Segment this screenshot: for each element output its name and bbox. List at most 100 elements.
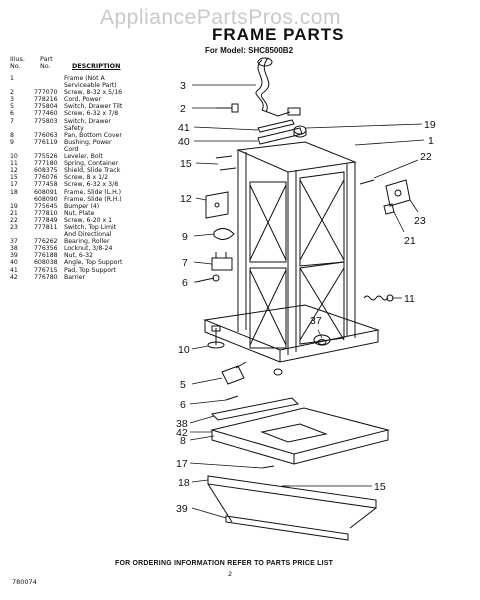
description-line: Serviceable Part) <box>64 82 117 90</box>
illus-number: 38 <box>10 245 18 253</box>
screw-part <box>261 465 290 487</box>
col-part-line2: No. <box>40 62 51 70</box>
part-description: Barrier <box>64 274 164 281</box>
callout-41: 41 <box>178 122 190 134</box>
part-number: 777810 <box>34 209 58 217</box>
callout-9: 9 <box>182 231 188 243</box>
col-description: DESCRIPTION <box>72 62 121 70</box>
part-description: Locknut, 3/8-24 <box>64 245 164 252</box>
roller-bearing-part <box>273 368 283 376</box>
part-number: 777849 <box>34 216 58 224</box>
callout-10: 10 <box>178 344 190 356</box>
base-plate <box>203 304 380 363</box>
description-line: Screw, 6-32 x 7/8 <box>64 110 119 118</box>
part-number: 608091 <box>34 188 58 196</box>
part-number: 777811 <box>34 223 58 231</box>
callout-6: 6 <box>180 399 186 411</box>
part-description: Screw, 6-32 x 3/8 <box>64 181 164 188</box>
part-description: Bearing, Roller <box>64 238 164 245</box>
description-line: Locknut, 3/8-24 <box>64 245 113 253</box>
callout-3: 3 <box>180 80 186 92</box>
part-description: Frame, Slide (R.H.) <box>64 196 164 203</box>
leveler-bolt-part <box>207 325 225 349</box>
part-description: Screw, 8-32 x 5/16 <box>64 89 164 96</box>
description-line: Bushing, Power <box>64 138 112 146</box>
callout-7: 7 <box>182 257 188 269</box>
table-row: 41 776715 Pad, Top Support <box>10 267 170 274</box>
description-line: Frame (Not A <box>64 75 105 82</box>
illus-number: 22 <box>10 216 18 224</box>
table-row: 38 776356 Locknut, 3/8-24 <box>10 245 170 252</box>
description-line: Screw, 6-32 x 3/8 <box>64 181 119 189</box>
illus-number: 21 <box>10 209 18 217</box>
part-number: 776119 <box>34 138 58 146</box>
illus-number: 39 <box>10 252 18 260</box>
part-number: 608375 <box>34 167 58 175</box>
illus-number: 1 <box>10 75 14 82</box>
callout-21: 21 <box>404 235 416 247</box>
description-line: Safety <box>64 124 84 132</box>
document-code: 780074 <box>12 578 37 586</box>
watermark: AppliancePartsPros.com <box>100 6 341 29</box>
callout-5: 5 <box>180 379 186 391</box>
col-illus-line1: Illus. <box>10 55 25 63</box>
safety-switch-part <box>211 252 233 271</box>
callout-6: 6 <box>182 277 188 289</box>
description-line: And Directional <box>64 231 112 239</box>
illus-number: 11 <box>10 160 18 168</box>
callout-40: 40 <box>178 136 190 148</box>
part-number: 775645 <box>34 202 58 210</box>
part-description: Pad, Top Support <box>64 267 164 274</box>
table-row: 18 608091 Frame, Slide (L.H.) <box>10 189 170 196</box>
part-number: 775526 <box>34 153 58 161</box>
illus-number: 37 <box>10 238 18 246</box>
illus-number: 40 <box>10 259 18 267</box>
callout-42: 42 <box>176 427 188 439</box>
barrier-part <box>210 397 300 421</box>
illus-number: 18 <box>10 188 18 196</box>
description-line: Frame, Slide (L.H.) <box>64 188 122 196</box>
callout-15: 15 <box>180 158 192 170</box>
part-number: 608038 <box>34 259 58 267</box>
description-line: Switch, Top Limit <box>64 223 117 231</box>
part-number: 778216 <box>34 96 58 104</box>
part-description: Shield, Slide Track <box>64 167 164 174</box>
description-line: Shield, Slide Track <box>64 167 121 175</box>
part-description: Bumper (4) <box>64 203 164 210</box>
part-number: 608090 <box>34 195 58 203</box>
page-title: FRAME PARTS <box>212 25 345 44</box>
screw-part <box>225 395 239 401</box>
illus-number: 23 <box>10 223 18 231</box>
description-line: Cord, Power <box>64 96 102 104</box>
part-description: Screw, 8 x 1/2 <box>64 174 164 181</box>
description-line: Angle, Top Support <box>64 259 123 267</box>
model-line: For Model: SHC8500B2 <box>205 46 294 55</box>
illus-number: 6 <box>10 110 14 118</box>
illus-number: 41 <box>10 266 18 274</box>
col-part-line1: Part <box>40 55 53 63</box>
ordering-note: FOR ORDERING INFORMATION REFER TO PARTS … <box>115 560 334 567</box>
callout-17: 17 <box>176 458 188 470</box>
part-description: Cord, Power <box>64 96 164 103</box>
bumper-part <box>293 125 307 138</box>
page-number: 2 <box>228 570 233 578</box>
part-number: 776715 <box>34 266 58 274</box>
part-description: Switch, Drawer Tilt <box>64 103 164 110</box>
part-description: Pan, Bottom Cover <box>64 132 164 139</box>
description-line: Bearing, Roller <box>64 238 110 246</box>
illus-number: 8 <box>10 131 14 139</box>
part-number: 776356 <box>34 245 58 253</box>
part-description: Nut, 6-32 <box>64 252 164 259</box>
description-line: Leveler, Bolt <box>64 153 103 161</box>
